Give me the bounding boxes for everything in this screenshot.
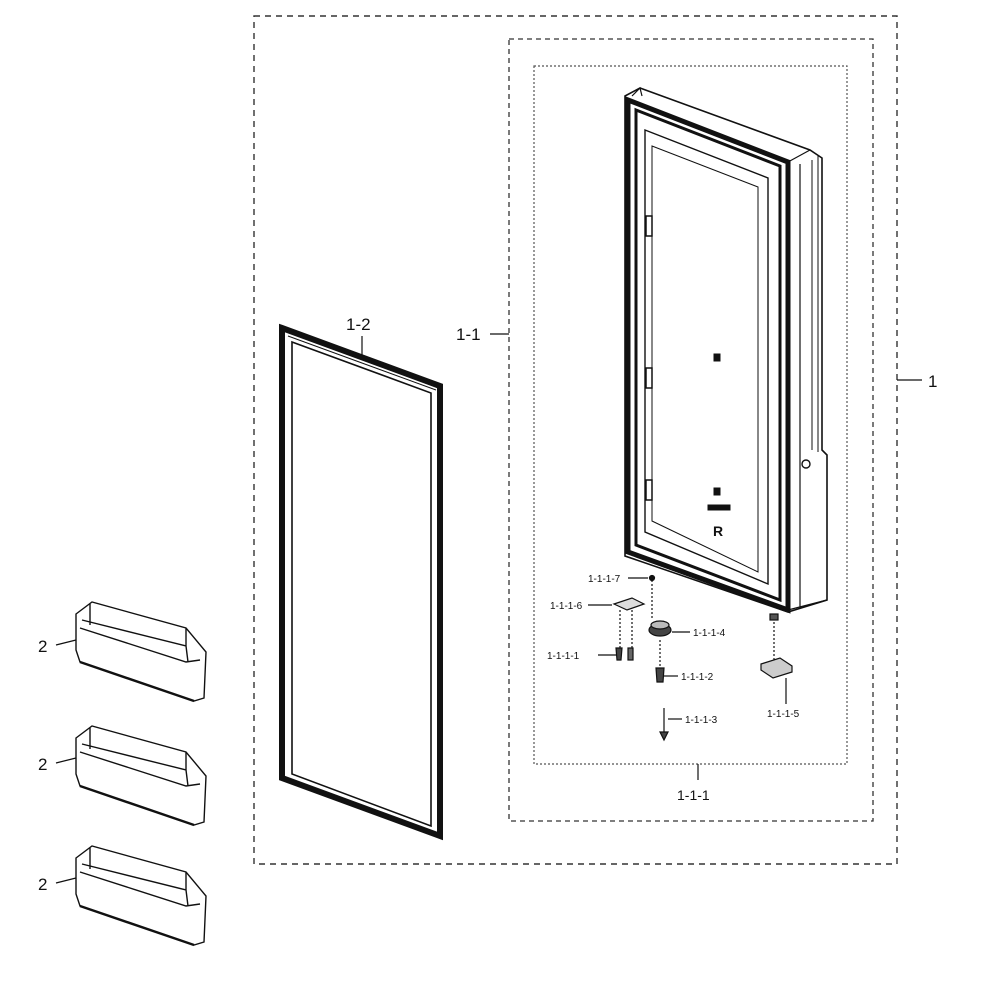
door-bin-3 bbox=[75, 845, 207, 947]
label-1-1-1-6: 1-1-1-6 bbox=[550, 601, 583, 612]
label-2-c: 2 bbox=[38, 875, 47, 894]
label-1-1-1-2: 1-1-1-2 bbox=[681, 672, 714, 683]
label-2-b: 2 bbox=[38, 755, 47, 774]
assembly-1-1-1-boundary bbox=[533, 65, 848, 765]
hinge-parts bbox=[612, 574, 793, 742]
leader-lines bbox=[55, 333, 922, 884]
door-bin-2 bbox=[75, 725, 207, 827]
label-2-a: 2 bbox=[38, 637, 47, 656]
assembly-1-boundary bbox=[253, 15, 898, 865]
label-1-1-1-1: 1-1-1-1 bbox=[547, 651, 580, 662]
label-1-1: 1-1 bbox=[456, 325, 481, 344]
door-bin-1 bbox=[75, 601, 207, 703]
door-marking: R bbox=[713, 523, 723, 539]
label-1: 1 bbox=[928, 372, 937, 391]
refrigerator-door bbox=[624, 86, 828, 614]
label-1-1-1-5: 1-1-1-5 bbox=[767, 709, 800, 720]
label-1-2: 1-2 bbox=[346, 315, 371, 334]
label-1-1-1-7: 1-1-1-7 bbox=[588, 574, 621, 585]
label-1-1-1-3: 1-1-1-3 bbox=[685, 715, 718, 726]
assembly-1-1-boundary bbox=[508, 38, 874, 822]
label-1-1-1: 1-1-1 bbox=[677, 787, 710, 803]
door-gasket bbox=[279, 323, 443, 841]
label-1-1-1-4: 1-1-1-4 bbox=[693, 628, 726, 639]
